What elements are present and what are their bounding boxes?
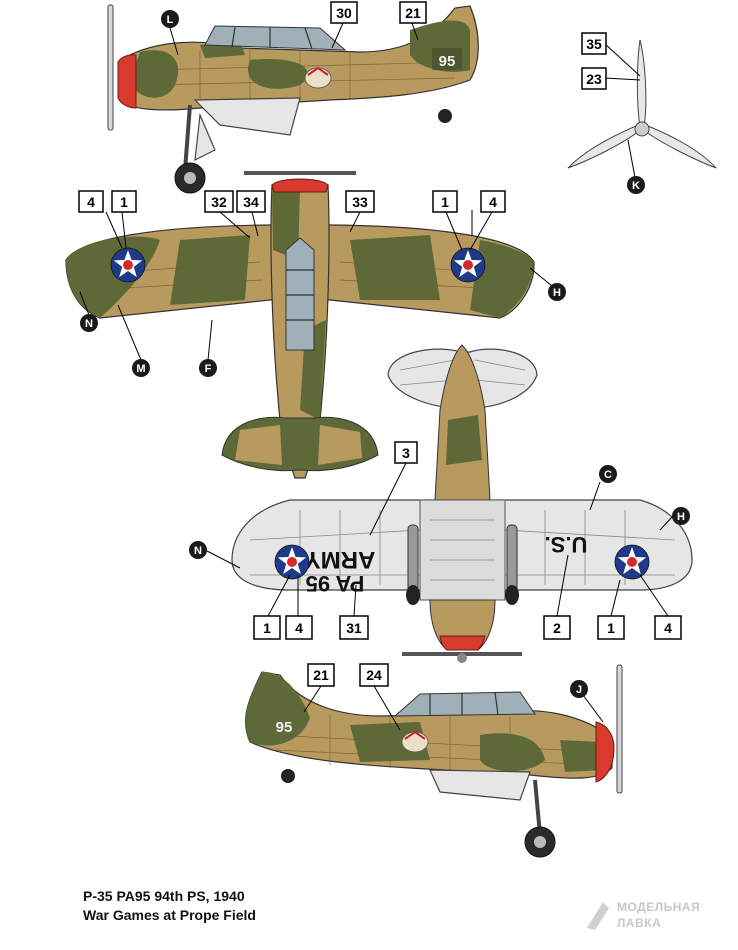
svg-text:4: 4 <box>295 620 303 636</box>
squadron-emblem-right <box>401 731 429 753</box>
tail-code-text-right: 95 <box>276 719 293 736</box>
letter-N-top: N <box>80 314 98 332</box>
squadron-emblem <box>304 67 332 89</box>
callout-32: 32 <box>204 190 234 213</box>
svg-text:24: 24 <box>366 667 382 683</box>
svg-text:4: 4 <box>87 194 95 210</box>
propeller-blade <box>107 4 114 131</box>
svg-text:21: 21 <box>313 667 329 683</box>
callout-3: 3 <box>394 441 418 464</box>
watermark-logo-icon <box>587 902 609 930</box>
side-profile-bottom: 95 <box>244 664 623 858</box>
leader-lines <box>79 22 673 731</box>
serial-marking: PA 95 <box>306 571 365 596</box>
callout-4-underright: 4 <box>654 615 682 640</box>
svg-text:23: 23 <box>586 71 602 87</box>
svg-text:32: 32 <box>211 194 227 210</box>
letter-K: K <box>627 176 645 194</box>
underside-view: ARMY PA 95 U.S. <box>231 344 693 663</box>
propeller-detail <box>567 39 717 169</box>
svg-text:4: 4 <box>664 620 672 636</box>
watermark-text-2: ЛАВКА <box>617 916 662 930</box>
callout-1-topright: 1 <box>432 190 458 213</box>
svg-text:30: 30 <box>336 5 352 21</box>
letter-J: J <box>570 680 588 698</box>
callout-21-bottom: 21 <box>307 663 335 687</box>
svg-text:3: 3 <box>402 445 410 461</box>
caption-line-1: P-35 PA95 94th PS, 1940 <box>83 888 245 904</box>
callout-1-topleft: 1 <box>111 190 137 213</box>
caption-line-2: War Games at Prope Field <box>83 907 256 923</box>
callout-23: 23 <box>581 67 607 90</box>
tail-code-text: 95 <box>439 53 456 70</box>
svg-text:4: 4 <box>489 194 497 210</box>
svg-text:L: L <box>167 14 174 26</box>
callout-31: 31 <box>339 615 369 640</box>
svg-text:N: N <box>85 318 93 330</box>
svg-text:1: 1 <box>607 620 615 636</box>
side-profile-top: 95 <box>107 4 479 194</box>
callout-21-top: 21 <box>399 1 427 24</box>
watermark: МОДЕЛЬНАЯ ЛАВКА <box>583 896 728 936</box>
letter-F: F <box>199 359 217 377</box>
callout-35: 35 <box>581 32 607 55</box>
us-marking: U.S. <box>545 532 588 557</box>
svg-text:34: 34 <box>243 194 259 210</box>
svg-text:1: 1 <box>441 194 449 210</box>
svg-text:33: 33 <box>352 194 368 210</box>
letter-N-under: N <box>189 541 207 559</box>
callout-24: 24 <box>359 663 389 687</box>
svg-text:1: 1 <box>263 620 271 636</box>
callout-4-topright: 4 <box>480 190 506 213</box>
svg-text:35: 35 <box>586 36 602 52</box>
svg-text:1: 1 <box>120 194 128 210</box>
svg-text:21: 21 <box>405 5 421 21</box>
svg-text:M: M <box>136 363 145 375</box>
letter-H-top: H <box>548 283 566 301</box>
letter-M: M <box>132 359 150 377</box>
propeller-blade-right <box>616 664 623 794</box>
svg-text:C: C <box>604 469 612 481</box>
svg-text:31: 31 <box>346 620 362 636</box>
letter-C: C <box>599 465 617 483</box>
top-view <box>65 171 535 479</box>
svg-text:F: F <box>205 363 212 375</box>
svg-text:N: N <box>194 545 202 557</box>
watermark-text-1: МОДЕЛЬНАЯ <box>617 900 701 914</box>
callout-2: 2 <box>543 615 571 640</box>
letter-H-under: H <box>672 507 690 525</box>
svg-text:2: 2 <box>553 620 561 636</box>
callout-1-underright: 1 <box>597 615 625 640</box>
svg-text:J: J <box>576 684 582 696</box>
letter-L: L <box>161 10 179 28</box>
army-marking: ARMY <box>305 546 376 573</box>
svg-text:K: K <box>632 180 640 192</box>
svg-text:H: H <box>677 511 685 523</box>
callout-4-topleft: 4 <box>78 190 104 213</box>
callout-1-underleft: 1 <box>253 615 281 640</box>
callout-34: 34 <box>236 190 266 213</box>
callout-33: 33 <box>345 190 375 213</box>
svg-text:H: H <box>553 287 561 299</box>
callout-30: 30 <box>330 1 358 24</box>
callout-4-underleft: 4 <box>285 615 313 640</box>
